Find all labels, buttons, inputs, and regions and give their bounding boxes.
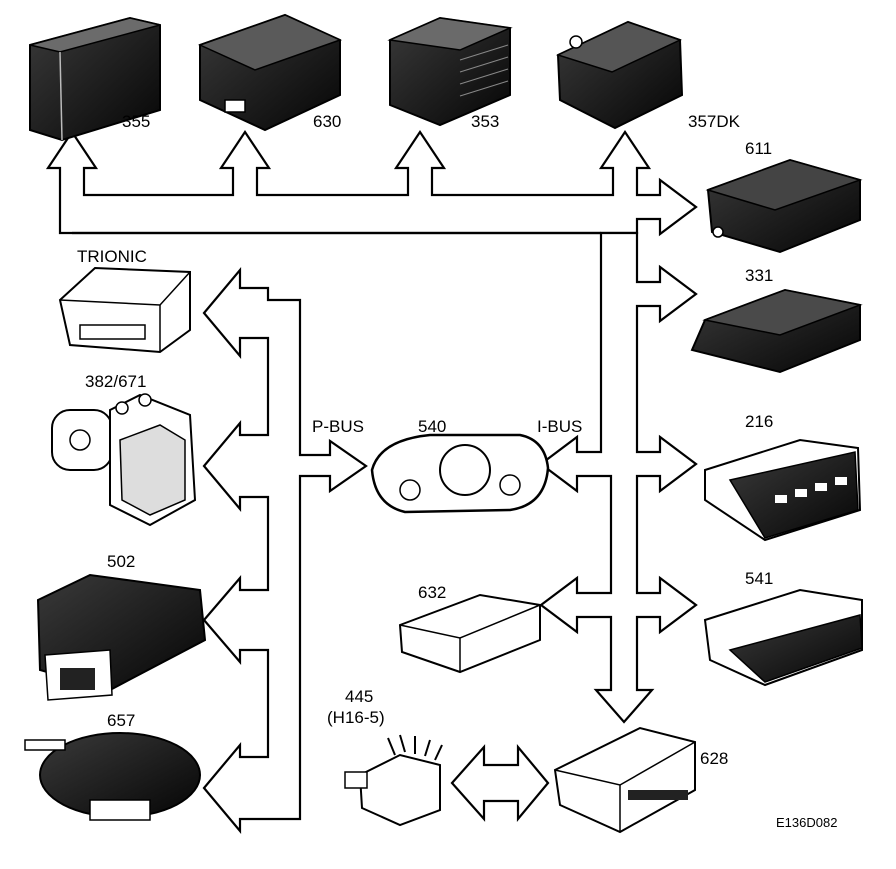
label-657: 657 [107,711,136,730]
module-630-shape [197,13,343,132]
module-216-shape [704,438,862,542]
label-445-sub: (H16-5) [327,708,385,727]
label-331: 331 [745,266,774,285]
figure-id: E136D082 [776,815,838,830]
label-i-bus: I-BUS [537,417,583,436]
module-445-shape [344,734,443,827]
module-357dk-shape [555,20,684,130]
module-628-shape [553,726,696,834]
label-632: 632 [418,583,447,602]
module-331-shape [690,288,863,374]
module-632-shape [398,593,541,674]
label-541: 541 [745,569,774,588]
label-628: 628 [700,749,729,768]
module-657-shape [24,732,201,821]
label-216: 216 [745,412,774,431]
module-355-shape [29,16,161,142]
module-502-shape [36,573,207,701]
label-357dk: 357DK [688,112,740,131]
label-611: 611 [745,139,773,158]
label-630: 630 [313,112,342,131]
module-trionic-shape [58,266,191,354]
module-353-shape [387,16,513,127]
label-trionic: TRIONIC [77,247,147,266]
label-p-bus: P-BUS [312,417,364,436]
module-382-671-shape [51,393,197,527]
label-445: 445 [345,687,374,706]
p-bus-arrow [202,266,368,835]
label-502: 502 [107,552,136,571]
module-611-shape [705,158,863,254]
label-540: 540 [418,417,447,436]
double-arrow-445-628 [450,743,550,823]
module-541-shape [703,588,863,687]
module-540-shape [370,433,550,514]
label-355: 355 [122,112,151,131]
label-353: 353 [471,112,500,131]
top-bus-arrow [45,130,698,237]
i-bus-arrow [539,231,698,724]
label-382-671: 382/671 [85,372,147,391]
bus-arrows [45,130,698,835]
